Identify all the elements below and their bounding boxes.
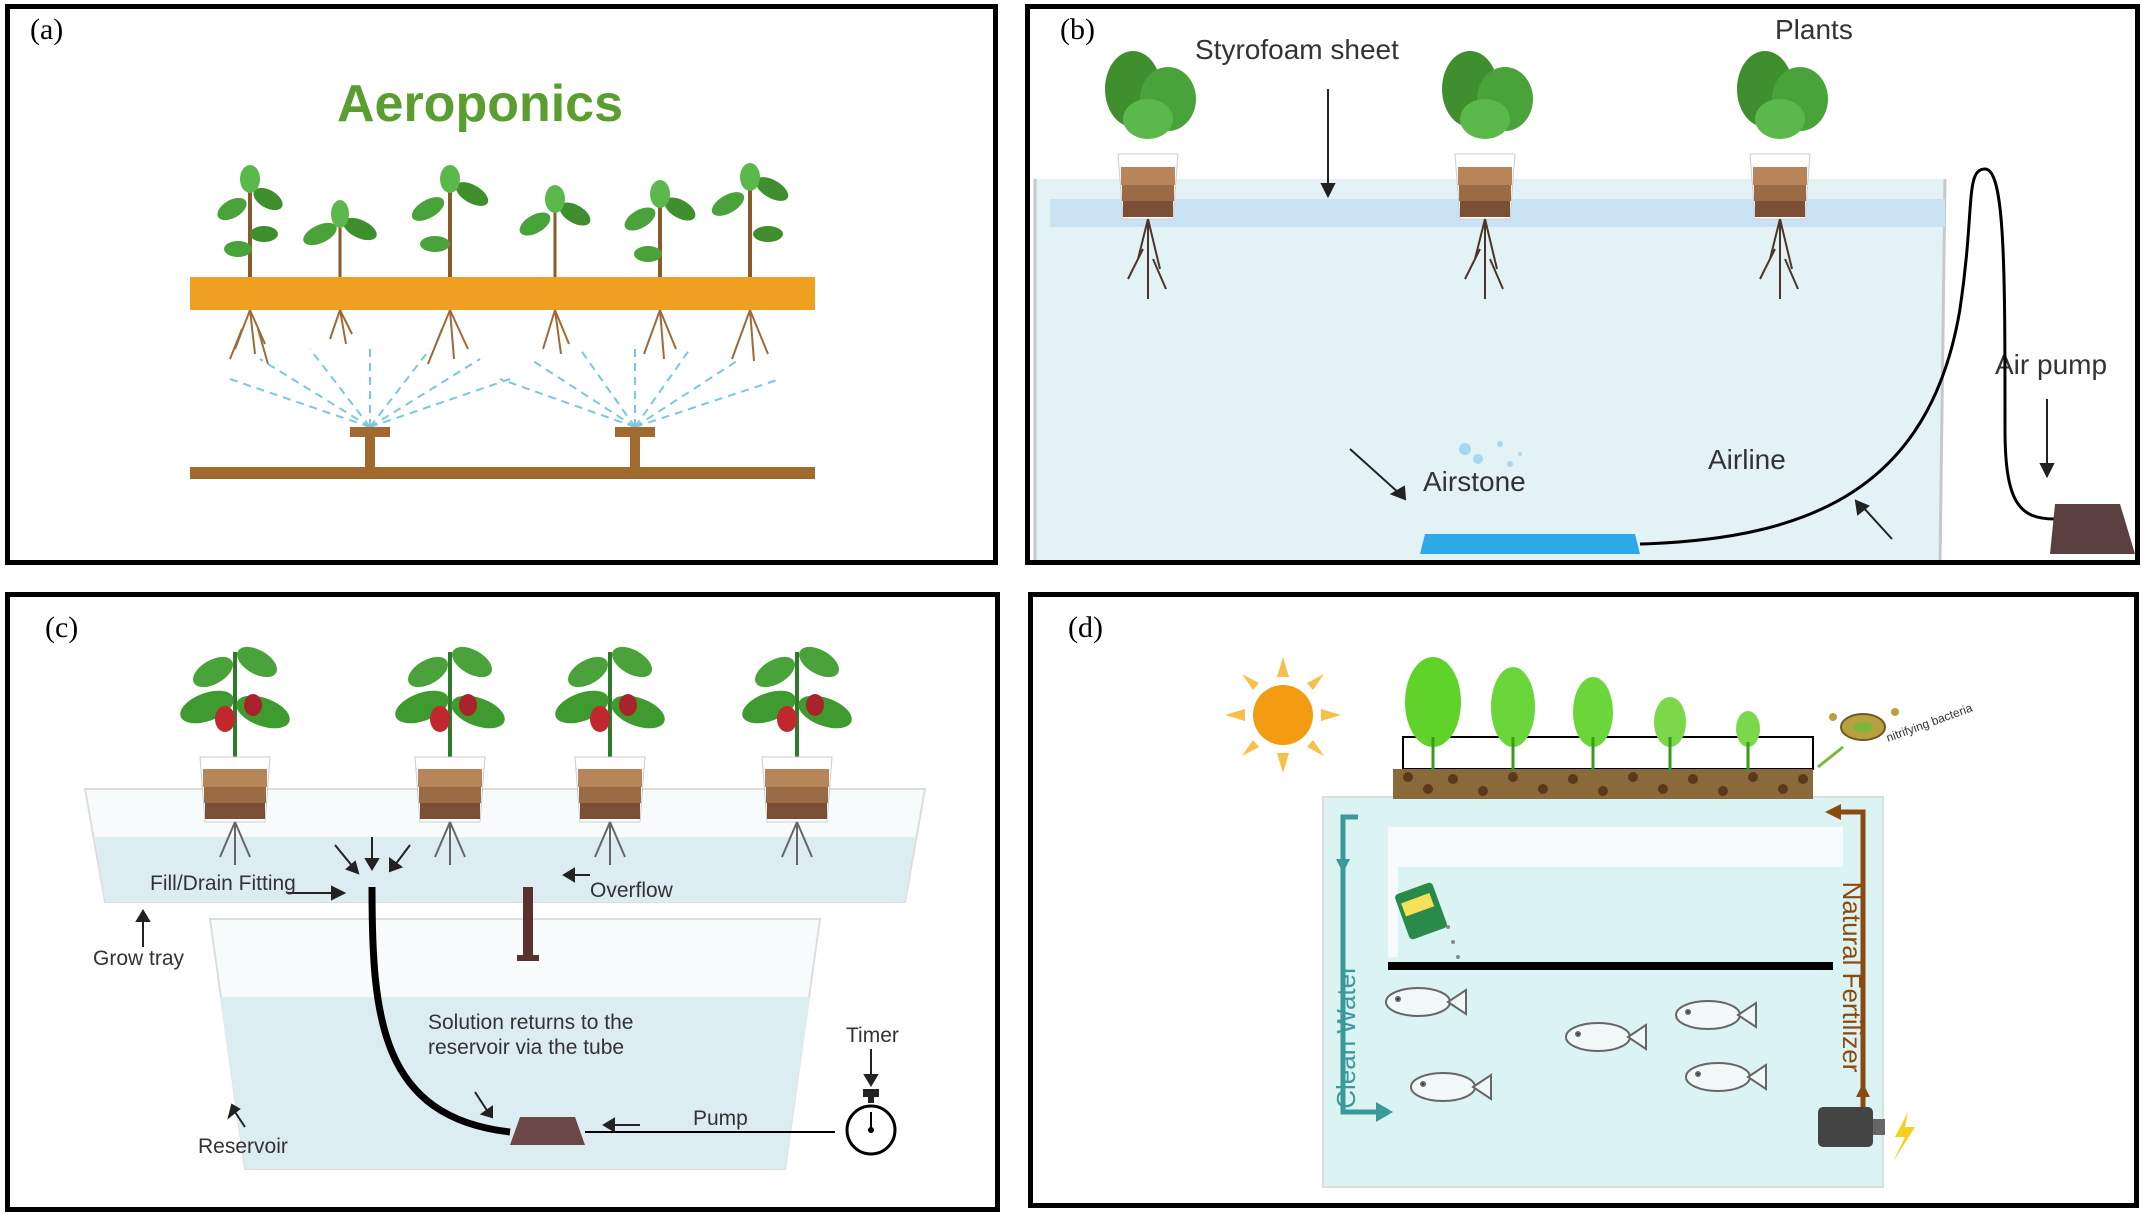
solution-label-line2: reservoir via the tube <box>428 1036 624 1059</box>
fish-feed-icon <box>1395 882 1460 959</box>
pepper-plants <box>180 646 852 865</box>
annotation-arrows-c <box>135 837 879 1133</box>
return-tube <box>368 886 511 1136</box>
panel-b-label: (b) <box>1060 13 1095 46</box>
pump <box>510 1117 585 1145</box>
sun-icon <box>1225 657 1341 773</box>
timer-label: Timer <box>846 1024 899 1047</box>
reservoir-water <box>220 997 810 1169</box>
airline-tube <box>1639 167 2056 546</box>
panel-a-aeroponics: (a) Aeroponics <box>5 4 998 565</box>
aquaponic-plants <box>1405 657 1760 772</box>
aquaponics-diagram: (d) <box>1068 611 1975 1188</box>
ebb-flow-diagram: (c) <box>45 611 927 1170</box>
grow-tray-label: Grow tray <box>93 947 185 970</box>
natural-fertilizer-arrow <box>1838 809 1866 1117</box>
panel-b-deep-water-culture: (b) <box>1025 4 2140 565</box>
mist-spray <box>229 344 781 428</box>
grow-tray-bar <box>190 277 815 310</box>
bacteria-icon: nitrifying bacteria <box>1817 701 1975 769</box>
grow-tray-water <box>95 837 915 902</box>
dwc-plants <box>1105 51 1828 299</box>
clean-water-arrow <box>1340 814 1378 1115</box>
fill-drain-label: Fill/Drain Fitting <box>150 872 296 895</box>
reservoir-label: Reservoir <box>198 1135 288 1158</box>
fish <box>1385 987 1767 1102</box>
air-pump <box>2050 504 2135 554</box>
panel-c-ebb-flow: (c) <box>5 592 1000 1212</box>
aeroponic-plants <box>217 163 789 365</box>
bacteria-label: nitrifying bacteria <box>1884 701 1974 745</box>
natural-fertilizer-label: Natural Fertilizer <box>1837 882 1867 1073</box>
annotation-arrows <box>1320 89 2055 540</box>
air-pump-label: Air pump <box>1995 349 2107 380</box>
plants-label: Plants <box>1775 14 1853 45</box>
water-pump-icon <box>1818 1107 1915 1162</box>
panel-d-aquaponics: (d) <box>1028 592 2139 1208</box>
dwc-diagram: (b) <box>1033 13 2135 560</box>
aeroponics-diagram: (a) Aeroponics <box>30 13 815 479</box>
airline-label: Airline <box>1708 444 1786 475</box>
overflow-label: Overflow <box>590 879 674 902</box>
panel-c-label: (c) <box>45 611 78 644</box>
airstone-label: Airstone <box>1423 466 1526 497</box>
pump-label: Pump <box>693 1107 748 1130</box>
solution-label-line1: Solution returns to the <box>428 1011 633 1034</box>
fish-tank-lid <box>1388 962 1833 970</box>
clean-water-label: Clean Water <box>1331 965 1361 1109</box>
aeroponics-title: Aeroponics <box>337 75 623 133</box>
timer-icon <box>845 1089 897 1156</box>
tank <box>1033 178 1947 560</box>
panel-d-label: (d) <box>1068 611 1103 644</box>
styrofoam-label: Styrofoam sheet <box>1195 34 1399 65</box>
panel-a-label: (a) <box>30 13 63 46</box>
overflow-pipe <box>523 887 533 960</box>
airstone <box>1420 534 1640 554</box>
air-bubbles <box>1459 441 1522 467</box>
spray-pipe <box>190 427 815 479</box>
